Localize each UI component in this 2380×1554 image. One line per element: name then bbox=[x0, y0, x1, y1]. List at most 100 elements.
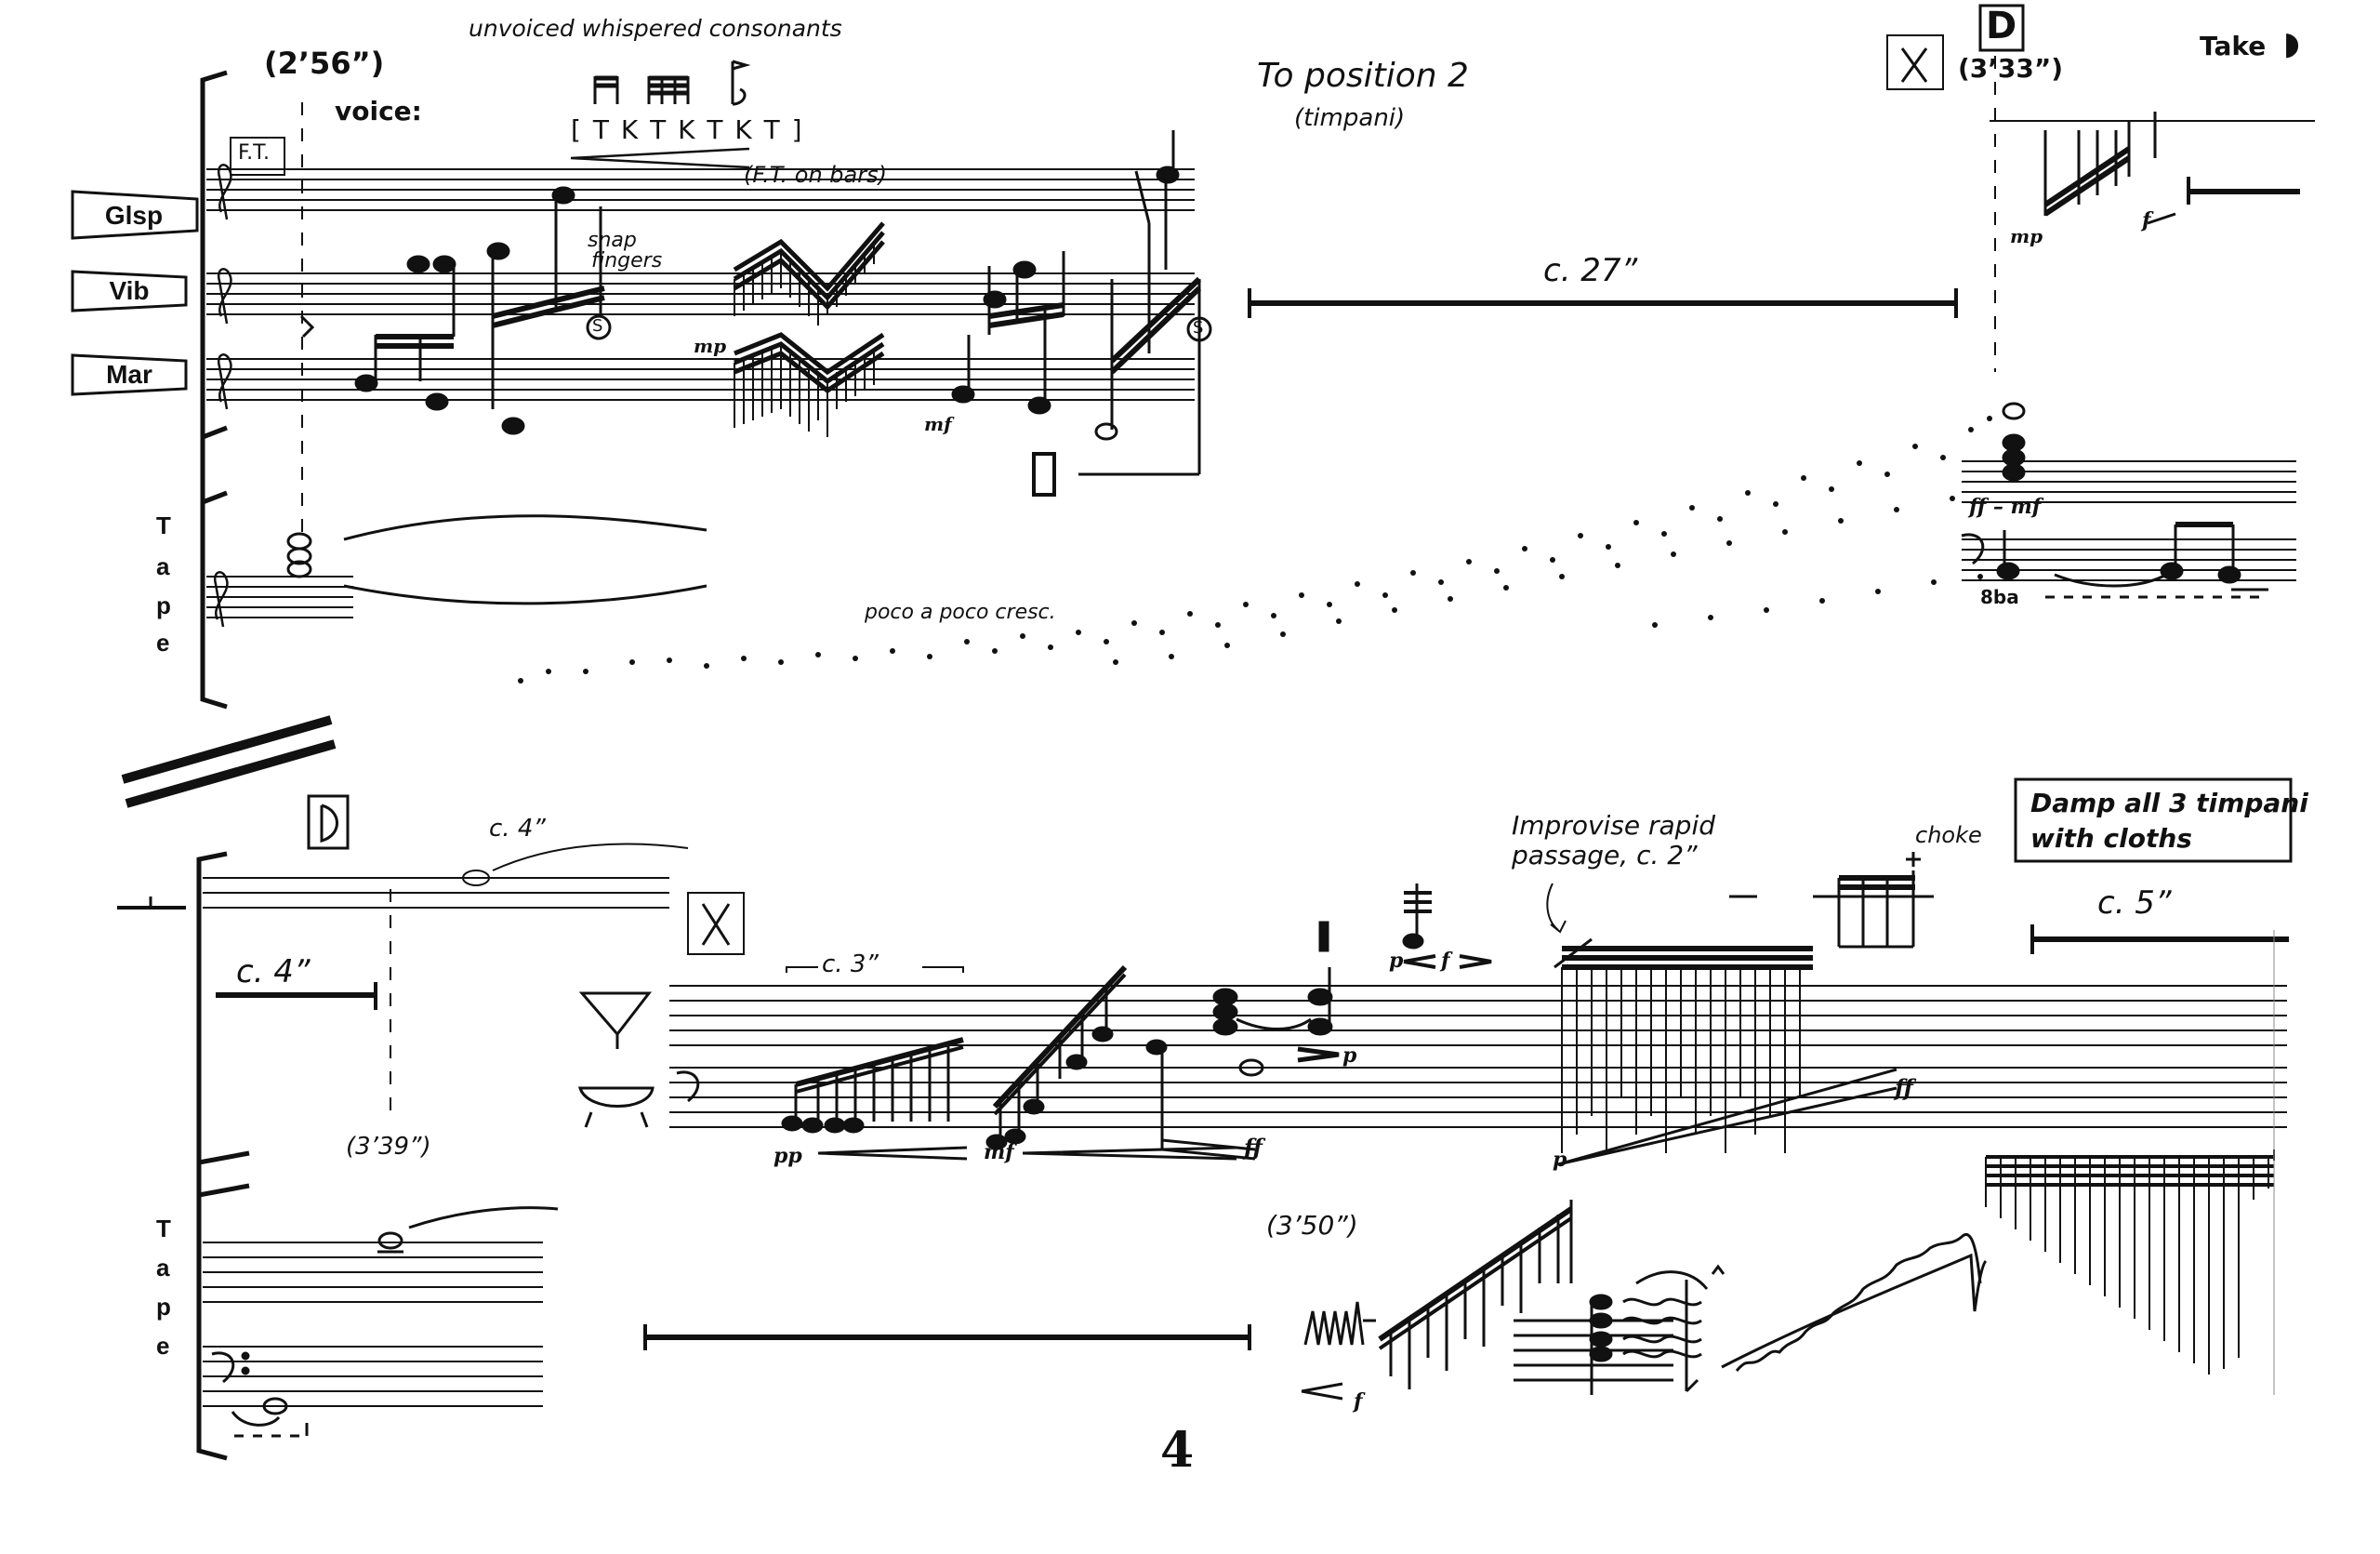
timecode-bottom: (3’50”) bbox=[1266, 1210, 1358, 1241]
damp-line-2: with cloths bbox=[2030, 823, 2192, 854]
voice-label: voice: bbox=[335, 96, 422, 126]
damp-box bbox=[2014, 777, 2293, 863]
duration-c27: c. 27” bbox=[1543, 252, 1638, 289]
ft-box-label: F.T. bbox=[238, 141, 270, 165]
voice-syllables: [ T K T K T K T ] bbox=[571, 114, 804, 145]
tape-letter-e: e bbox=[156, 629, 170, 657]
bracket-c3 bbox=[786, 966, 964, 973]
timecode-d: (3’33”) bbox=[1958, 53, 2064, 84]
mallet-change-box-2 bbox=[687, 892, 745, 955]
glsp-label-box bbox=[71, 190, 199, 240]
mallet-change-box-1 bbox=[1886, 34, 1944, 90]
snap-mark-2: S bbox=[1193, 318, 1204, 338]
snap-label-2: fingers bbox=[591, 249, 663, 272]
tape-staff-right bbox=[1962, 460, 2296, 581]
duration-right-c5: c. 5” bbox=[2097, 884, 2172, 922]
ft-on-bars: (F.T. on bars) bbox=[744, 162, 887, 188]
tape-gesture-comb bbox=[1985, 1149, 2275, 1375]
poco-a-poco: poco a poco cresc. bbox=[865, 601, 1056, 624]
to-position: To position 2 bbox=[1257, 57, 1469, 95]
dyn-mf-1: mf bbox=[924, 413, 952, 435]
tape-staff-1 bbox=[206, 576, 353, 618]
instrument-label-vib: Vib bbox=[109, 276, 150, 305]
voice-direction: unvoiced whispered consonants bbox=[469, 15, 842, 42]
improvise-line-1: Improvise rapid bbox=[1512, 810, 1716, 841]
flam-figure bbox=[2043, 112, 2176, 225]
duration-left-c4: c. 4” bbox=[236, 953, 311, 990]
tape2-letter-t: T bbox=[156, 1215, 171, 1242]
tape-staff-2 bbox=[203, 1242, 543, 1407]
mar-staff bbox=[206, 358, 1195, 401]
tape-letter-p: p bbox=[156, 591, 171, 619]
page-number: 4 bbox=[1160, 1422, 1195, 1479]
dyn-ff-1: ff bbox=[1244, 1134, 1263, 1161]
bracket-c3-label: c. 3” bbox=[822, 950, 879, 978]
voice-crescendo bbox=[570, 147, 750, 169]
mallet-gesture-2 bbox=[951, 130, 1212, 497]
tape-gesture-1 bbox=[1301, 1200, 1573, 1401]
mar-label-box bbox=[71, 353, 188, 396]
choke-label: choke bbox=[1915, 822, 1982, 848]
glsp-staff bbox=[206, 168, 1195, 211]
dyn-p-1: p bbox=[1342, 1043, 1357, 1068]
to-position-sub: (timpani) bbox=[1294, 104, 1406, 132]
tape2-letter-a: a bbox=[156, 1254, 170, 1282]
dyn-f-1: f bbox=[2142, 208, 2151, 232]
dyn-f-bottom: f bbox=[1354, 1389, 1363, 1414]
dyn-pp: pp bbox=[774, 1144, 802, 1168]
rehearsal-d-box bbox=[1978, 4, 2025, 52]
dyn-f-hairpin: f bbox=[1441, 949, 1450, 973]
timpani-figure-1 bbox=[781, 964, 1340, 1161]
rest-1 bbox=[299, 314, 315, 339]
system2-bracket bbox=[196, 851, 228, 1461]
choke-figure bbox=[1729, 852, 1934, 949]
tremolo-cluster-1 bbox=[733, 221, 885, 325]
tape-letter-t: T bbox=[156, 511, 171, 539]
timecode-mid: (3’39”) bbox=[346, 1133, 431, 1161]
tremolo-cluster-2 bbox=[734, 332, 885, 437]
tape-notes-2 bbox=[231, 1206, 559, 1438]
dyn-p-3: p bbox=[1553, 1148, 1567, 1172]
ratchet-icon: ◗ bbox=[2283, 25, 2300, 62]
voice-rhythm bbox=[593, 60, 751, 106]
instrument-label-mar: Mar bbox=[106, 360, 152, 389]
tape-chord-right bbox=[1996, 402, 2268, 599]
timpani-figure-2 bbox=[1318, 883, 1492, 969]
vib-label-box bbox=[71, 270, 188, 312]
dyn-p-2: p bbox=[1389, 949, 1404, 973]
system-divider-1 bbox=[121, 715, 333, 784]
bass-clef bbox=[211, 533, 1985, 1384]
snap-label-1: snap bbox=[588, 229, 637, 252]
tape-chord-1 bbox=[286, 514, 707, 605]
tape2-letter-p: p bbox=[156, 1293, 171, 1321]
hairpin-pp-mf bbox=[817, 1146, 968, 1161]
duration-bar-27 bbox=[1248, 288, 1958, 318]
system1-bracket bbox=[200, 70, 228, 710]
ratchet-box bbox=[307, 794, 350, 850]
ft-box bbox=[230, 137, 285, 176]
dyn-mp-2: mp bbox=[2010, 225, 2043, 247]
dyn-ff-mf: ff – mf bbox=[1969, 495, 2042, 519]
instrument-label-glsp: Glsp bbox=[104, 201, 164, 230]
tape2-letter-e: e bbox=[156, 1332, 170, 1360]
damp-line-1: Damp all 3 timpani bbox=[2030, 788, 2308, 818]
timpani-staves bbox=[669, 985, 2287, 1128]
hairpin-mf-ff bbox=[1022, 1146, 1237, 1161]
improvise-line-2: passage, c. 2” bbox=[1512, 840, 1698, 870]
dyn-mp-1: mp bbox=[694, 335, 727, 357]
take-label: Take bbox=[2200, 31, 2267, 61]
snap-mark-1: S bbox=[592, 316, 603, 336]
cymbal-icon bbox=[578, 991, 653, 1049]
mallet-gesture-1 bbox=[354, 186, 612, 435]
treble-clef bbox=[213, 164, 232, 628]
duration-top-c4: c. 4” bbox=[489, 815, 546, 843]
improvise-passage bbox=[1546, 883, 1897, 1166]
timecode-start: (2’56”) bbox=[264, 46, 385, 81]
tape-chord-vibrato bbox=[1514, 1233, 1988, 1395]
dyn-ff-2: ff bbox=[1895, 1074, 1913, 1101]
tape-letter-a: a bbox=[156, 552, 170, 580]
rehearsal-d: D bbox=[1986, 5, 2017, 47]
system-divider-2 bbox=[125, 739, 337, 808]
timpani-icon bbox=[577, 1086, 654, 1128]
